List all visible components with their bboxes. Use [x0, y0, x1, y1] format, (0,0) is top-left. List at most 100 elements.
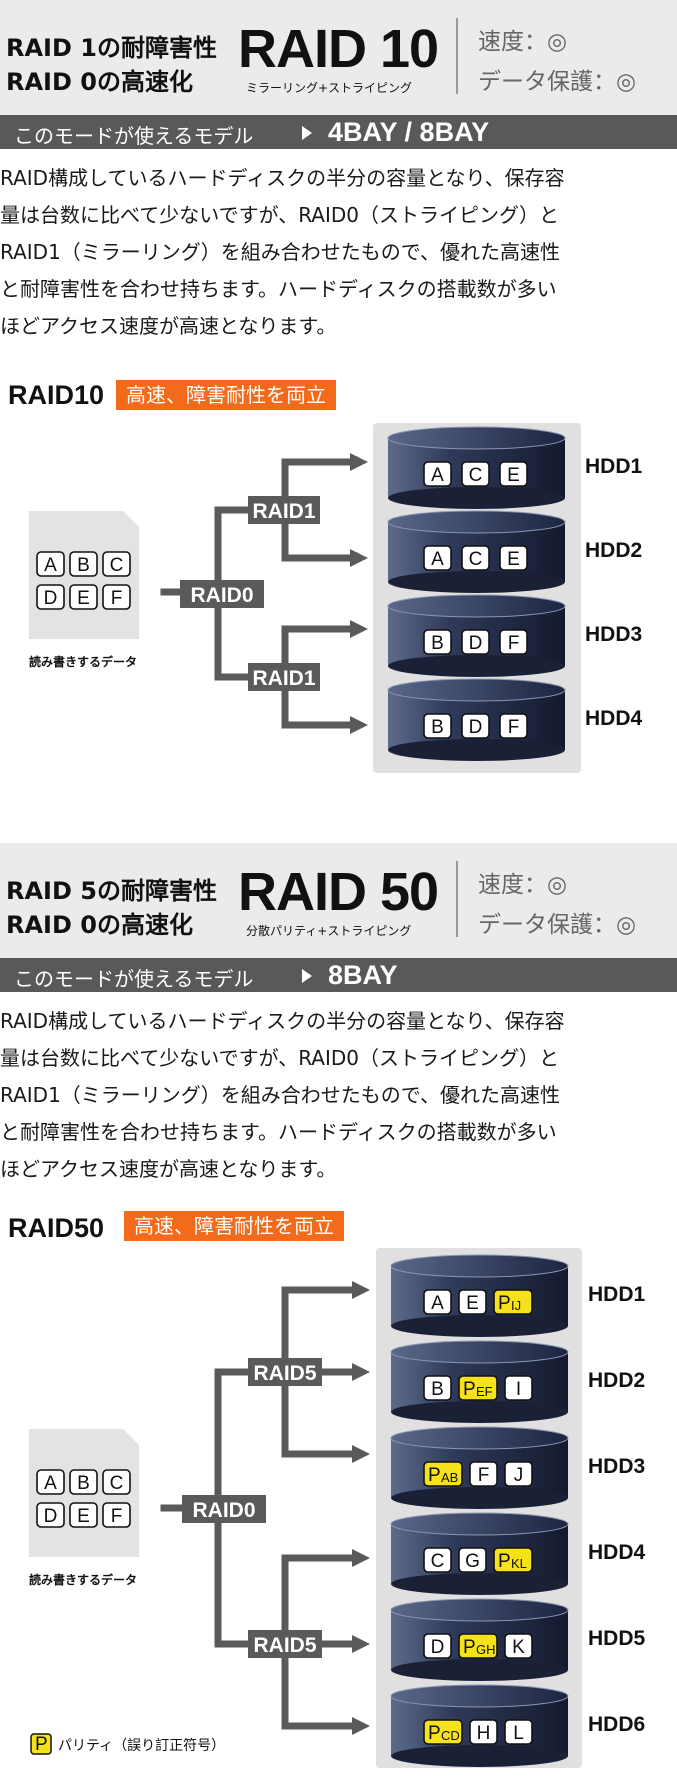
data-block-label: C [469, 465, 483, 486]
data-block [102, 584, 131, 610]
data-block [102, 1502, 131, 1528]
arrow-head-icon [352, 1445, 370, 1463]
data-block-label: B [431, 1379, 444, 1400]
disk-top [387, 678, 566, 702]
raid1-label: RAID1 [252, 500, 315, 523]
data-block-label: E [507, 465, 520, 486]
parity-block-subscript: AB [441, 1470, 458, 1485]
parity-block-label: P [498, 1551, 511, 1572]
raid0-label-bg [182, 1495, 266, 1523]
triangle-right-icon [302, 126, 312, 140]
data-block-label: A [44, 1473, 57, 1494]
raid50-protection: データ保護：◎ [478, 912, 637, 938]
raid10-model-bar: このモードが使えるモデル 4BAY / 8BAY [0, 115, 677, 149]
arrow-head-icon [352, 1635, 370, 1653]
parity-block-label: P [428, 1465, 441, 1486]
hdd-label: HDD4 [588, 1541, 645, 1564]
raid10-mode-label: このモードが使えるモデル [14, 124, 254, 148]
description-line: 量は台数に比べて少ないですが、RAID0（ストライピング）と [0, 1046, 559, 1070]
data-block-label: F [478, 1465, 490, 1486]
disk-top [390, 1254, 569, 1278]
data-block-label: E [466, 1293, 479, 1314]
raid10-header: RAID 1の耐障害性 RAID 0の高速化 RAID 10 ミラーリング+スト… [0, 0, 677, 115]
parity-legend-symbol: P [35, 1734, 48, 1755]
disk-bottom [391, 1487, 568, 1509]
data-block-label: D [44, 588, 58, 609]
data-block-label: C [431, 1551, 445, 1572]
data-block-label: G [465, 1551, 480, 1572]
data-block [423, 1461, 463, 1487]
source-label: 読み書きするデータ [29, 1572, 137, 1587]
data-block-label: B [431, 717, 444, 738]
data-block [423, 461, 452, 487]
disk-top [390, 1598, 569, 1622]
parity-block-label: P [428, 1723, 441, 1744]
disk-top [390, 1512, 569, 1536]
header-divider [456, 18, 458, 94]
hdd-label: HDD6 [588, 1713, 645, 1736]
raid50-title: RAID 50 [238, 862, 439, 922]
raid10-speed: 速度：◎ [478, 29, 568, 55]
data-block-label: D [431, 1637, 445, 1658]
data-block-label: E [77, 588, 90, 609]
data-block-label: D [469, 633, 483, 654]
raid50-section: RAID 5の耐障害性 RAID 0の高速化 RAID 50 分散パリティ+スト… [0, 843, 677, 1780]
parity-block-subscript: GH [476, 1642, 496, 1657]
raid50-subtitle-line2: RAID 0の高速化 [6, 911, 193, 939]
disk-bottom [388, 571, 565, 593]
data-block [102, 551, 131, 577]
disk-top [390, 1684, 569, 1708]
data-block [504, 1461, 533, 1487]
arrow-head-icon [350, 716, 368, 734]
data-block [102, 1469, 131, 1495]
hdd-label: HDD4 [585, 707, 642, 730]
data-block [493, 1289, 533, 1315]
data-block [69, 584, 98, 610]
parity-block-subscript: CD [441, 1728, 460, 1743]
hdd-label: HDD1 [585, 455, 642, 478]
raid50-mode-label: このモードが使えるモデル [14, 967, 254, 991]
description-line: ほどアクセス速度が高速となります。 [0, 1157, 337, 1181]
disk-top [390, 1340, 569, 1364]
disk-top [390, 1426, 569, 1450]
arrow-head-icon [350, 549, 368, 567]
data-block-label: C [110, 555, 124, 576]
data-block-label: H [477, 1723, 491, 1744]
data-block [499, 545, 528, 571]
raid1-label-bg [248, 663, 320, 691]
data-block [423, 629, 452, 655]
data-block-label: D [44, 1506, 58, 1527]
data-block [69, 1502, 98, 1528]
disk-bottom [391, 1315, 568, 1337]
data-block-label: B [77, 555, 90, 576]
raid5-label: RAID5 [253, 1362, 316, 1385]
data-block [423, 1719, 463, 1745]
disk-top [387, 510, 566, 534]
data-block-label: I [516, 1379, 521, 1400]
data-block-label: F [508, 633, 520, 654]
hdd-label: HDD3 [585, 623, 642, 646]
parity-block-subscript: KL [511, 1556, 527, 1571]
data-block [461, 629, 490, 655]
raid50-header: RAID 5の耐障害性 RAID 0の高速化 RAID 50 分散パリティ+スト… [0, 843, 677, 958]
data-block-label: C [469, 549, 483, 570]
raid50-mode-models: 8BAY [328, 960, 398, 990]
arrow-head-icon [350, 453, 368, 471]
raid5-label-bg [248, 1630, 322, 1658]
raid50-speed: 速度：◎ [478, 872, 568, 898]
data-block-label: F [111, 588, 123, 609]
data-block [458, 1547, 487, 1573]
data-block [504, 1633, 533, 1659]
disk-bottom [391, 1401, 568, 1423]
disk-bottom [391, 1745, 568, 1767]
description-line: と耐障害性を合わせ持ちます。ハードディスクの搭載数が多い [0, 1120, 557, 1144]
disk-bottom [391, 1659, 568, 1681]
data-block-label: J [514, 1465, 524, 1486]
data-block-label: A [431, 465, 444, 486]
data-block-label: E [507, 549, 520, 570]
description-line: RAID構成しているハードディスクの半分の容量となり、保存容 [0, 1009, 565, 1033]
description-line: RAID構成しているハードディスクの半分の容量となり、保存容 [0, 166, 565, 190]
raid10-small-title: ミラーリング+ストライピング [246, 81, 413, 95]
parity-block-label: P [498, 1293, 511, 1314]
